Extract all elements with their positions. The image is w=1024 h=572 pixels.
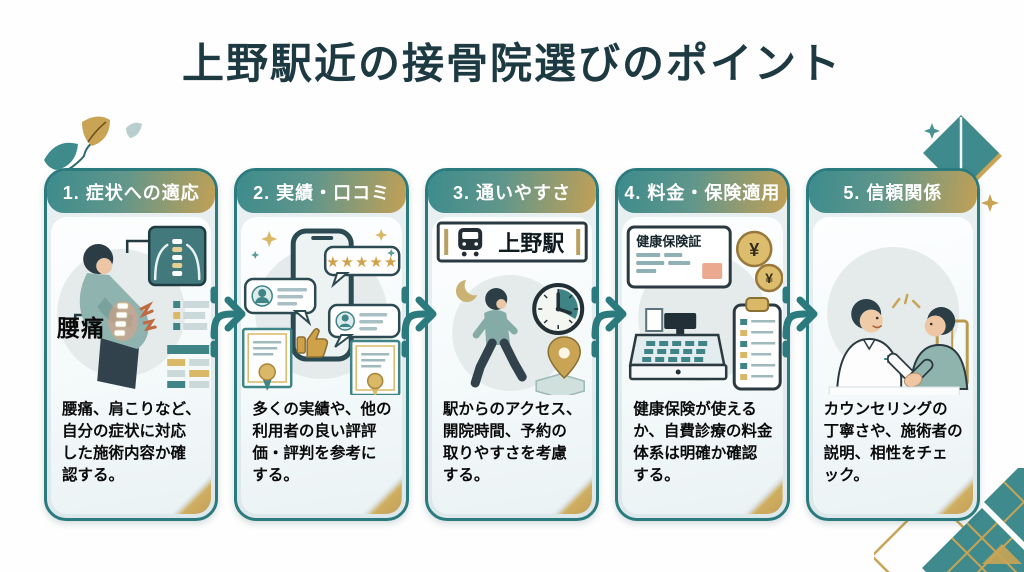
yen-coin-icon: ¥ xyxy=(736,230,773,268)
card-5-description: カウンセリングの丁寧さや、施術者の説明、相性をチェック。 xyxy=(823,401,963,484)
card-fees-insurance: 4. 料金・保険適用 健康保険証 xyxy=(615,168,790,521)
sparkle-icon xyxy=(251,229,396,259)
card-4-illustration: 健康保険証 ¥ xyxy=(622,217,783,395)
review-bubble-right-icon xyxy=(328,303,401,348)
card-reputation: 2. 実績・口コミ ★★★★★ xyxy=(234,168,409,521)
card-symptom-fit: 1. 症状への適応 xyxy=(44,168,219,521)
svg-text:¥: ¥ xyxy=(749,240,759,260)
leaves-decoration-icon xyxy=(44,116,142,177)
step-arrow-icon xyxy=(591,286,627,358)
card-5-heading: 5. 信頼関係 xyxy=(808,171,978,213)
step-arrow-icon xyxy=(401,286,437,358)
card-2-heading: 2. 実績・口コミ xyxy=(237,171,406,213)
star-review-bubble-icon: ★★★★★ xyxy=(324,245,401,289)
yen-coin-2-icon: ¥ xyxy=(755,263,783,293)
moon-icon xyxy=(455,280,478,302)
certificate-right-icon xyxy=(350,339,401,395)
card-1-heading: 1. 症状への適応 xyxy=(47,171,216,213)
back-pain-person-icon xyxy=(79,244,157,389)
map-pin-icon xyxy=(547,336,581,380)
checklist-2-icon xyxy=(167,345,210,388)
card-1-illustration: 腰痛 xyxy=(51,217,211,395)
checklist-icon xyxy=(173,301,210,330)
patient-icon xyxy=(909,307,968,390)
svg-text:上野駅: 上野駅 xyxy=(498,231,564,256)
certificate-left-icon xyxy=(242,327,293,391)
card-4-description: 健康保険が使えるか、自費診療の料金体系は明確か確認する。 xyxy=(633,401,773,484)
cash-register-icon xyxy=(628,308,728,381)
card-1-panel: 腰痛 腰痛、肩こりなど、自分の症状に対応した施術内容か確認する。 xyxy=(51,217,212,514)
clipboard-icon xyxy=(732,297,782,391)
card-3-heading: 3. 通いやすさ xyxy=(427,171,597,213)
step-arrow-icon xyxy=(782,286,818,358)
handshake-icon xyxy=(886,352,934,388)
svg-text:健康保険証: 健康保険証 xyxy=(636,234,701,249)
pain-marks-icon xyxy=(139,301,157,332)
steps-row: 1. 症状への適応 xyxy=(44,168,981,521)
insurance-card-icon: 健康保険証 xyxy=(626,225,732,289)
fees-illustration-icon: 健康保険証 ¥ xyxy=(626,225,783,391)
card-3-panel: 上野駅 xyxy=(431,217,593,514)
step-arrow-icon xyxy=(210,286,246,358)
pointer-bracket-icon xyxy=(125,239,150,253)
clock-icon xyxy=(532,283,585,335)
card-4-heading: 4. 料金・保険適用 xyxy=(618,171,787,213)
emphasis-marks-icon xyxy=(891,293,921,309)
station-sign-icon: 上野駅 xyxy=(436,221,588,263)
handshake-illustration-icon xyxy=(826,247,969,395)
svg-text:★★★★★: ★★★★★ xyxy=(326,254,398,271)
walking-person-icon xyxy=(470,288,527,388)
svg-text:¥: ¥ xyxy=(766,270,774,286)
card-4-panel: 健康保険証 ¥ xyxy=(622,217,783,514)
card-trust: 5. 信頼関係 xyxy=(805,168,981,521)
card-1-description: 腰痛、肩こりなど、自分の症状に対応した施術内容か確認する。 xyxy=(62,401,201,484)
card-3-illustration: 上野駅 xyxy=(432,217,592,395)
card-2-description: 多くの実績や、他の利用者の良い評評価・評判を参考にする。 xyxy=(252,401,392,484)
reviews-illustration-icon: ★★★★★ xyxy=(242,228,401,395)
card-2-panel: ★★★★★ xyxy=(241,217,402,514)
corner-pattern-icon xyxy=(874,468,1024,572)
thumbs-up-icon xyxy=(296,327,329,358)
access-illustration-icon: 上野駅 xyxy=(436,221,588,395)
backache-label: 腰痛 xyxy=(57,315,105,341)
spine-xray-icon xyxy=(147,225,207,287)
review-bubble-left-icon xyxy=(244,277,317,327)
counter-icon xyxy=(828,386,960,395)
card-accessibility: 3. 通いやすさ xyxy=(424,168,600,521)
page-title: 上野駅近の接骨院選びのポイント xyxy=(181,40,842,87)
card-3-description: 駅からのアクセス、開院時間、予約の取りやすさを考慮する。 xyxy=(442,401,582,484)
back-pain-illustration-icon xyxy=(57,225,210,389)
card-5-panel: カウンセリングの丁寧さや、施術者の説明、相性をチェック。 xyxy=(812,217,974,514)
train-icon xyxy=(458,228,483,257)
card-5-illustration xyxy=(813,217,973,395)
card-2-illustration: ★★★★★ xyxy=(241,217,401,395)
